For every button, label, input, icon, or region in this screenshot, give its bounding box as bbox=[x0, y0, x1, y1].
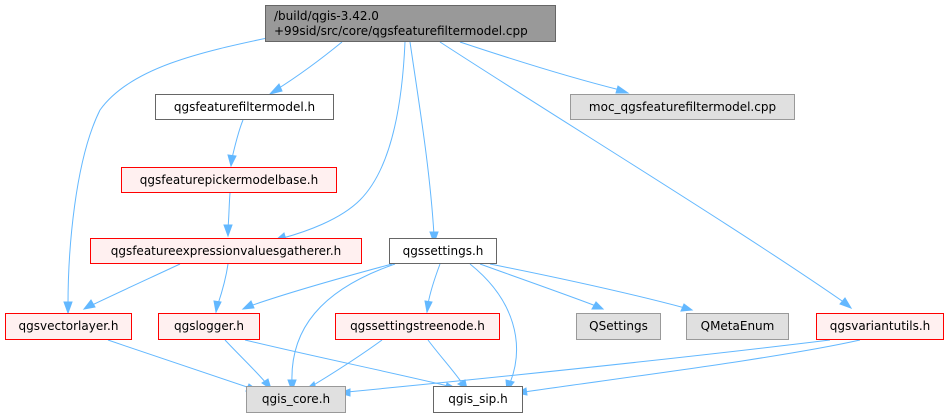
arrowhead bbox=[591, 301, 605, 310]
graph-edges bbox=[67, 36, 861, 393]
edge-filtermodel-to-pickerbase bbox=[231, 119, 244, 159]
edge-root-to-qgsfeatureexpressionvaluesgatherer-h bbox=[282, 41, 406, 239]
node-qgsfeatureexpressionvaluesgatherer-h[interactable]: qgsfeatureexpressionvaluesgatherer.h bbox=[90, 238, 362, 264]
edge-settings-to-qgslogger-h bbox=[249, 263, 393, 307]
node-qgslogger-h[interactable]: qgslogger.h bbox=[158, 313, 260, 340]
edge-root-to-qgsvectorlayer-h bbox=[67, 36, 273, 306]
node-label: qgsfeatureexpressionvaluesgatherer.h bbox=[110, 243, 342, 258]
node-qgsfeaturefiltermodel-h[interactable]: qgsfeaturefiltermodel.h bbox=[155, 94, 334, 120]
arrowhead bbox=[213, 300, 222, 314]
edge-settings-to-qmetaenum bbox=[489, 263, 686, 309]
node-label: qgslogger.h bbox=[173, 319, 245, 333]
node-qsettings: QSettings bbox=[576, 313, 661, 340]
edge-root-to-qgsfeaturefiltermodel-h bbox=[275, 41, 343, 91]
node-qgssettingstreenode-h[interactable]: qgssettingstreenode.h bbox=[335, 313, 500, 340]
node-label: qgsfeaturefiltermodel.h bbox=[173, 99, 316, 114]
arrowhead bbox=[429, 231, 439, 245]
node-qgis-core-h: qgis_core.h bbox=[246, 386, 346, 413]
edge-variantutils-to-qgis-core-h bbox=[346, 339, 831, 393]
root-node-line-2: +99sid/src/core/qgsfeaturefiltermodel.cp… bbox=[274, 23, 528, 38]
arrowhead bbox=[268, 83, 283, 95]
arrowhead bbox=[63, 301, 73, 315]
arrowhead bbox=[82, 299, 96, 310]
node-qgsvectorlayer-h[interactable]: qgsvectorlayer.h bbox=[5, 313, 132, 340]
arrowhead bbox=[615, 85, 630, 94]
arrowhead bbox=[424, 300, 433, 314]
arrowhead bbox=[287, 379, 297, 393]
node-qgsfeaturepickermodelbase-h[interactable]: qgsfeaturepickermodelbase.h bbox=[121, 167, 337, 193]
node-label: qgis_core.h bbox=[261, 392, 331, 406]
arrowhead bbox=[241, 300, 255, 310]
node-label: qgssettingstreenode.h bbox=[350, 319, 485, 333]
edge-settings-to-settingstreenode-h bbox=[427, 263, 441, 305]
node-label: qgssettings.h bbox=[402, 243, 484, 258]
arrowhead bbox=[839, 297, 853, 309]
edge-logger-to-qgis-sip-h bbox=[244, 339, 449, 387]
root-node-line-1: /build/qgis-3.42.0 bbox=[274, 8, 379, 23]
edge-root-to-qgsvariantutils-h bbox=[439, 41, 846, 304]
edge-root-to-qgssettings-h bbox=[409, 41, 435, 236]
node-qgsvariantutils-h[interactable]: qgsvariantutils.h bbox=[816, 313, 944, 340]
edge-settings-to-qsettings bbox=[479, 263, 597, 307]
node-label: QSettings bbox=[589, 319, 648, 333]
node-qgssettings-h[interactable]: qgssettings.h bbox=[389, 238, 497, 264]
node-label: qgsvectorlayer.h bbox=[18, 319, 119, 333]
edge-logger-to-qgis-core-h bbox=[224, 339, 267, 384]
arrowhead bbox=[680, 303, 694, 312]
root-node-qgsfeaturefiltermodel-cpp[interactable]: /build/qgis-3.42.0 +99sid/src/core/qgsfe… bbox=[265, 5, 556, 42]
edge-settingstreenode-to-qgis-core-h bbox=[311, 339, 383, 387]
edge-gatherer-to-qgslogger-h bbox=[217, 263, 229, 305]
edge-vectorlayer-to-qgis-core-h bbox=[107, 339, 251, 389]
node-label: qgsfeaturepickermodelbase.h bbox=[139, 172, 319, 187]
edge-gatherer-to-qgsvectorlayer-h bbox=[89, 263, 181, 307]
node-moc-qgsfeaturefiltermodel-cpp: moc_qgsfeaturefiltermodel.cpp bbox=[570, 94, 795, 120]
arrowhead bbox=[227, 154, 237, 168]
node-label: QMetaEnum bbox=[700, 319, 775, 333]
arrowhead bbox=[223, 224, 233, 238]
edge-variantutils-to-qgis-sip-h bbox=[523, 339, 861, 393]
edge-root-to-moc-cpp bbox=[459, 41, 621, 91]
node-qgis-sip-h[interactable]: qgis_sip.h bbox=[433, 386, 523, 413]
node-label: moc_qgsfeaturefiltermodel.cpp bbox=[588, 99, 777, 114]
edge-settings-to-qgis-sip-h bbox=[469, 263, 517, 384]
node-qmetaenum: QMetaEnum bbox=[686, 313, 789, 340]
edge-pickerbase-to-gatherer bbox=[227, 192, 231, 229]
edge-settingstreenode-to-qgis-sip-h bbox=[427, 339, 463, 384]
node-label: qgis_sip.h bbox=[448, 392, 508, 406]
node-label: qgsvariantutils.h bbox=[829, 319, 931, 333]
edge-settings-to-qgis-core-h bbox=[291, 263, 396, 384]
